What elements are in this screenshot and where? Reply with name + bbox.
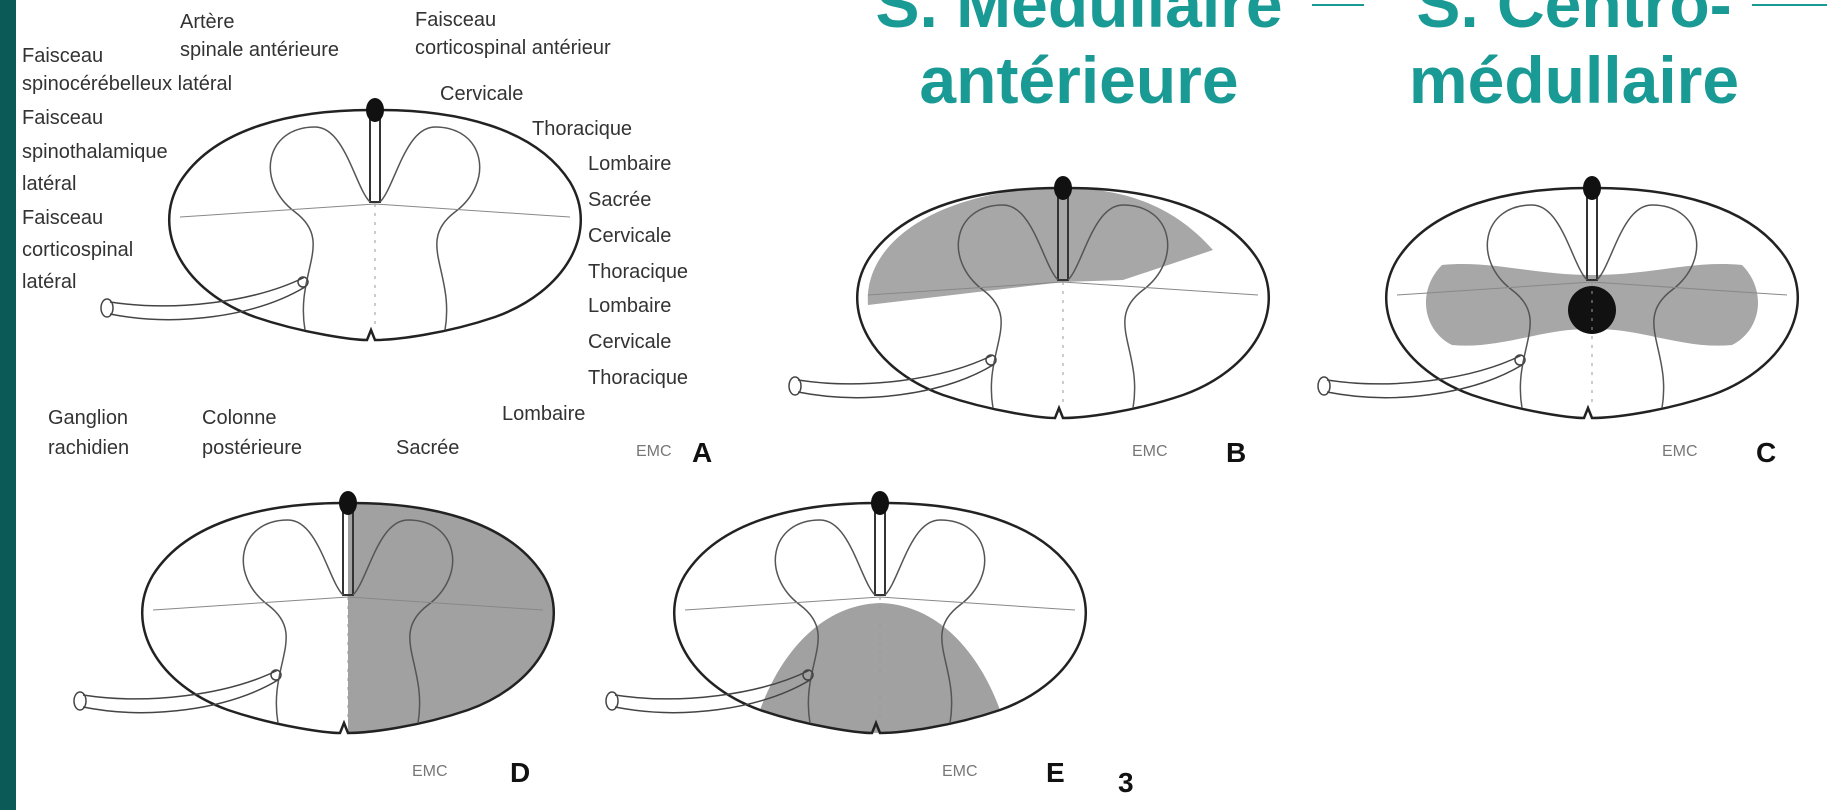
label-posterieure: postérieure bbox=[202, 437, 302, 459]
panel-letter-b: B bbox=[1226, 437, 1246, 468]
panel-a-cord bbox=[101, 98, 581, 340]
label-spinothalamique: spinothalamique bbox=[22, 141, 168, 163]
emc-mark-d: EMC bbox=[412, 763, 448, 780]
label-corticospinal-anterieur: corticospinal antérieur bbox=[415, 37, 611, 59]
panel-letter-a: A bbox=[692, 437, 712, 468]
label-region-1: Cervicale bbox=[440, 83, 523, 105]
label-rachidien: rachidien bbox=[48, 437, 129, 459]
label-region-6: Thoracique bbox=[588, 261, 688, 283]
label-corticospinal: corticospinal bbox=[22, 239, 133, 261]
label-lateral-2: latéral bbox=[22, 271, 76, 293]
label-region-2: Thoracique bbox=[532, 118, 632, 140]
label-spinale-anterieure: spinale antérieure bbox=[180, 39, 339, 61]
label-faisceau-1: Faisceau bbox=[22, 45, 103, 67]
label-region-4: Sacrée bbox=[588, 189, 651, 211]
label-region-3: Lombaire bbox=[588, 153, 671, 175]
figure-number: 3 bbox=[1118, 767, 1134, 798]
label-spinocerebelleux: spinocérébelleux latéral bbox=[22, 73, 232, 95]
label-faisceau-3: Faisceau bbox=[22, 207, 103, 229]
label-faisceau-top: Faisceau bbox=[415, 9, 496, 31]
label-region-9: Thoracique bbox=[588, 367, 688, 389]
panel-letter-d: D bbox=[510, 757, 530, 788]
label-region-5: Cervicale bbox=[588, 225, 671, 247]
panel-letter-e: E bbox=[1046, 757, 1065, 788]
emc-mark-b: EMC bbox=[1132, 443, 1168, 460]
label-ganglion: Ganglion bbox=[48, 407, 128, 429]
panel-b-cord bbox=[789, 176, 1269, 418]
label-region-7: Lombaire bbox=[588, 295, 671, 317]
label-sacree-bottom: Sacrée bbox=[396, 437, 459, 459]
label-colonne: Colonne bbox=[202, 407, 277, 429]
emc-mark-e: EMC bbox=[942, 763, 978, 780]
panel-e-cord bbox=[606, 491, 1086, 733]
label-region-10: Lombaire bbox=[502, 403, 585, 425]
label-artere: Artère bbox=[180, 11, 234, 33]
panel-c-cord bbox=[1318, 176, 1798, 418]
panel-letter-c: C bbox=[1756, 437, 1776, 468]
panel-d-cord bbox=[74, 491, 554, 733]
emc-mark-a: EMC bbox=[636, 443, 672, 460]
label-region-8: Cervicale bbox=[588, 331, 671, 353]
label-lateral-1: latéral bbox=[22, 173, 76, 195]
emc-mark-c: EMC bbox=[1662, 443, 1698, 460]
label-faisceau-2: Faisceau bbox=[22, 107, 103, 129]
